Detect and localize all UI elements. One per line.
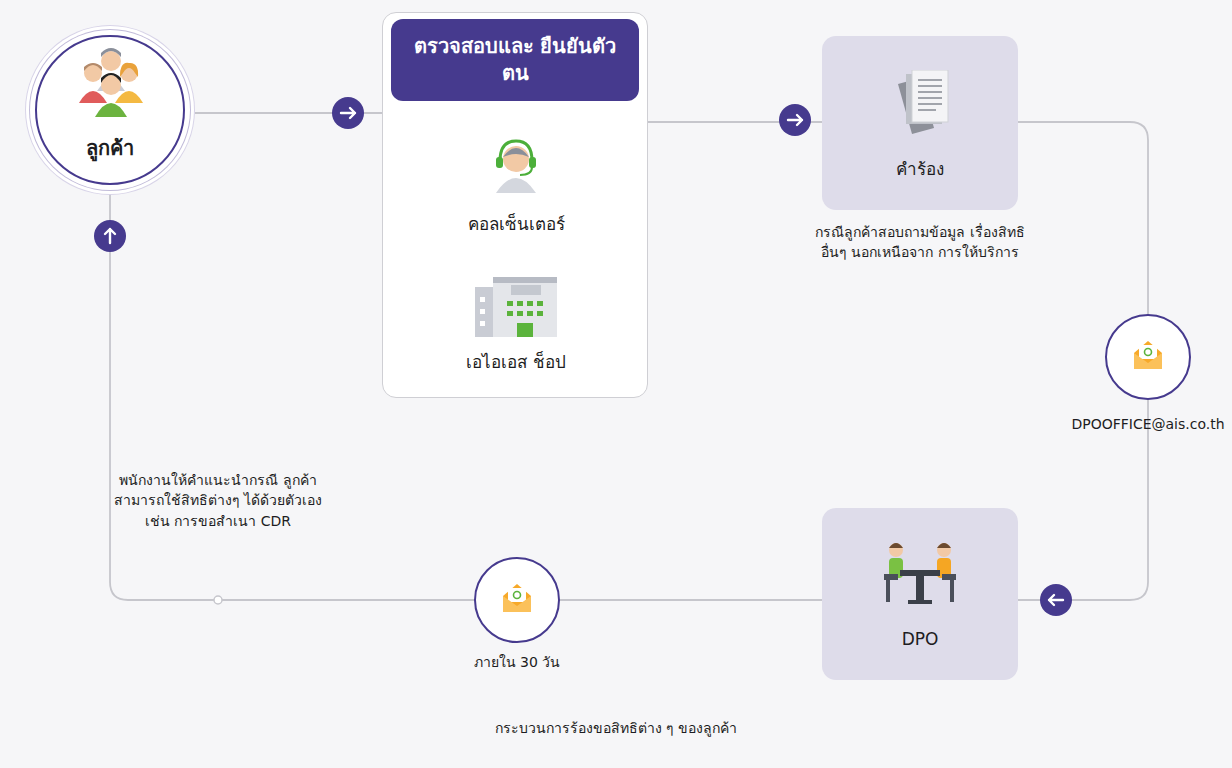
envelope-at	[514, 592, 521, 599]
envelope-at	[1145, 349, 1152, 356]
headset-icon	[486, 137, 546, 193]
process-box: คำร้อง	[822, 36, 1018, 210]
document-icon	[892, 70, 952, 134]
arrow-head	[1040, 584, 1072, 616]
envelope-letter	[1139, 345, 1157, 359]
envelope-icon	[503, 584, 531, 612]
edge-label: DPOOFFICE@ais.co.th	[1071, 414, 1224, 434]
channel-item: คอลเซ็นเตอร์	[403, 125, 629, 245]
arrow-head	[779, 104, 811, 136]
process-box: DPO	[822, 508, 1018, 680]
connector	[195, 97, 382, 129]
building-icon	[471, 273, 561, 337]
group-heading: ตรวจสอบและ ยืนยันตัวตน	[391, 19, 639, 101]
people-icon	[71, 47, 151, 117]
arrow-glyph	[1049, 595, 1063, 605]
note-text: พนักงานให้คำแนะนำกรณี ลูกค้าสามารถใช้สิท…	[105, 470, 331, 531]
arrow-glyph	[341, 108, 355, 118]
envelope-front	[503, 596, 531, 612]
connector	[1018, 122, 1190, 616]
customer-circle: ลูกค้า	[35, 35, 185, 185]
envelope-front	[1134, 353, 1162, 369]
note-text: กรณีลูกค้าสอบถามข้อมูล เรื่องสิทธิอื่นๆ …	[815, 222, 1025, 263]
node-label: คอลเซ็นเตอร์	[462, 213, 571, 235]
envelope-letter	[508, 588, 526, 602]
node-label: เอไอเอส ช็อป	[460, 351, 571, 373]
node-label: คำร้อง	[890, 158, 950, 180]
envelope-icon	[1134, 341, 1162, 369]
edge-label: ภายใน 30 วัน	[474, 652, 561, 672]
junction-dot	[214, 596, 222, 604]
caption: กระบวนการร้องขอสิทธิต่าง ๆ ของลูกค้า	[316, 718, 916, 738]
connector	[648, 104, 822, 136]
envelope-circle	[1106, 315, 1190, 399]
arrow-head	[94, 220, 126, 252]
node-label: ลูกค้า	[80, 135, 140, 161]
arrow-head	[332, 97, 364, 129]
verification-group: ตรวจสอบและ ยืนยันตัวตน คอลเซ็นเตอร์ เอไอ…	[382, 12, 648, 398]
arrow-glyph	[105, 229, 115, 243]
channel-item: เอไอเอส ช็อป	[403, 259, 629, 389]
envelope-circle	[475, 558, 559, 642]
meeting-icon	[880, 540, 960, 606]
node-label: DPO	[896, 628, 945, 650]
arrow-glyph	[788, 115, 802, 125]
